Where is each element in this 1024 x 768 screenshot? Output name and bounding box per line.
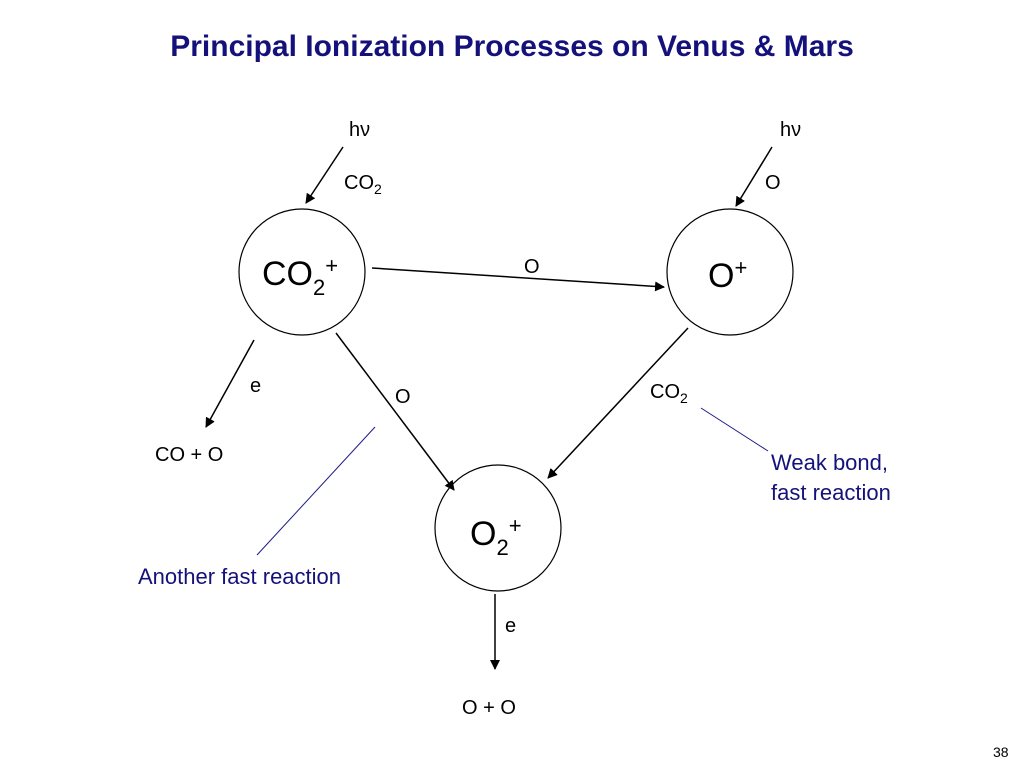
weak-bond-note-line1: Weak bond, [771,450,888,475]
co2-recomb-electron-label: e [250,375,261,397]
co2-to-o2-arrow [335,332,455,491]
photon-label-left: hν [349,119,370,141]
page-number: 38 [993,744,1009,760]
o2-recomb-electron-label: e [505,615,516,637]
o-to-o2-reactant-label: CO2 [650,381,688,406]
o-ion-node [666,208,794,336]
co2-recomb-products-label: CO + O [155,444,223,466]
co2-recomb-arrow [205,339,255,428]
co2-source-label: CO2 [344,172,382,197]
photon-arrow-right [735,146,773,207]
weak-bond-note-line2: fast reaction [771,480,891,505]
o-to-o2-arrow [547,327,689,479]
co2-ion-node [238,208,366,336]
o-source-label: O [765,172,781,194]
photon-label-right: hν [780,119,801,141]
co2-to-o-arrow [371,267,665,292]
co2-to-o2-reactant-label: O [395,386,411,408]
o2-recomb-products-label: O + O [462,697,516,719]
co2-ion-label: CO2+ [262,253,338,300]
another-fast-note: Another fast reaction [138,564,341,589]
co2-to-o-reactant-label: O [524,256,540,278]
weak-bond-pointer [700,407,769,452]
o2-ion-label: O2+ [470,513,522,560]
o2-ion-node [434,464,562,592]
another-fast-pointer [256,426,376,556]
photon-arrow-left [305,146,344,204]
page-title: Principal Ionization Processes on Venus … [170,30,854,63]
o-ion-label: O+ [708,255,747,295]
